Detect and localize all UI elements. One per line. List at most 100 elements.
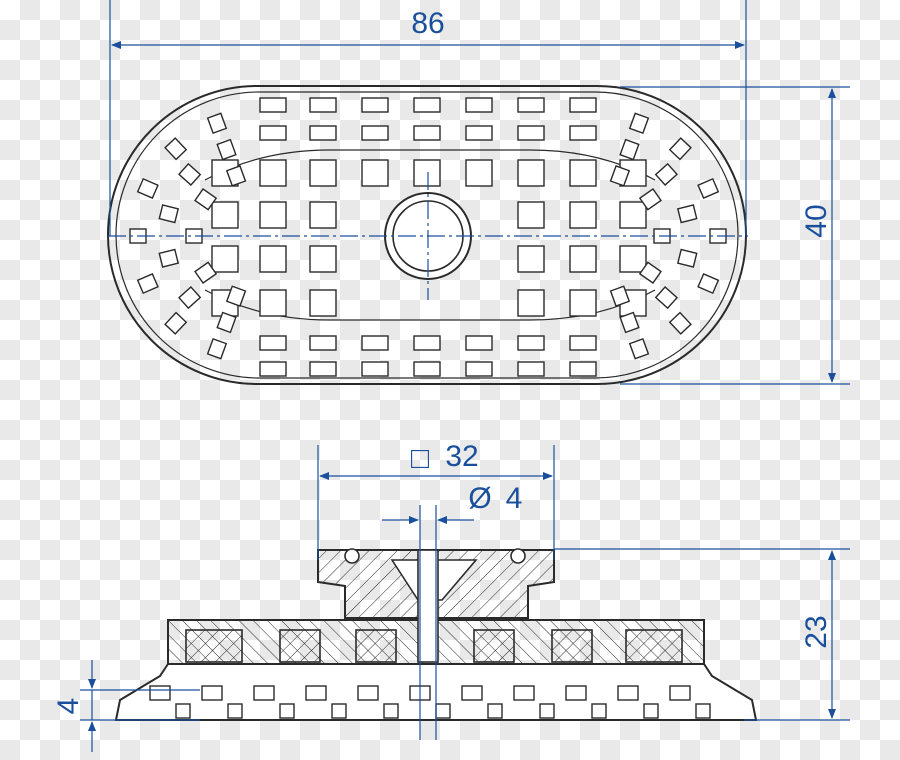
lip-cell	[513, 685, 535, 701]
lip-cell	[565, 685, 587, 701]
radial-cell	[194, 187, 218, 211]
oring-right	[510, 548, 526, 564]
radial-cell	[668, 137, 692, 161]
lip-cell	[331, 703, 347, 719]
grid-cell	[465, 97, 493, 113]
lip-cell	[617, 685, 639, 701]
grid-cell	[569, 289, 597, 317]
dimension-lip: 4	[52, 660, 200, 752]
lip-cell	[227, 703, 243, 719]
grid-cell	[465, 125, 493, 141]
insert-block-2	[279, 629, 321, 663]
radial-cell	[676, 204, 698, 224]
diameter-symbol: Ø	[468, 482, 491, 515]
radial-cell	[225, 165, 247, 187]
radial-cell	[654, 162, 678, 186]
dimension-lip-label: 4	[52, 698, 85, 715]
grid-cell	[361, 159, 389, 187]
radial-cell	[164, 311, 188, 335]
radial-cell	[194, 261, 218, 285]
dimension-fitting-label: 32	[445, 440, 478, 473]
grid-cell	[413, 361, 441, 377]
lip-cell	[305, 685, 327, 701]
radial-cell	[178, 286, 202, 310]
grid-cell	[259, 361, 287, 377]
radial-cell	[178, 162, 202, 186]
inner-lens-upper	[204, 149, 656, 181]
grid-cell	[413, 97, 441, 113]
grid-cell	[619, 245, 647, 273]
lip-cell	[539, 703, 555, 719]
grid-cell	[569, 361, 597, 377]
radial-cell	[206, 337, 228, 360]
dimension-length-label: 86	[411, 7, 444, 40]
grid-cell	[517, 125, 545, 141]
grid-cell	[569, 159, 597, 187]
dimension-width-label: 40	[800, 204, 833, 237]
grid-cell	[517, 97, 545, 113]
lip-cell	[279, 703, 295, 719]
radial-cell	[638, 187, 662, 211]
lip-cell	[591, 703, 607, 719]
radial-cell	[697, 273, 720, 295]
lip-cell	[695, 703, 711, 719]
grid-cell	[309, 97, 337, 113]
grid-cell	[361, 97, 389, 113]
grid-cell	[309, 289, 337, 317]
dimension-fitting: □ 32	[317, 440, 555, 560]
grid-cell	[361, 125, 389, 141]
grid-cell	[309, 335, 337, 351]
oring-left	[344, 548, 360, 564]
radial-cell	[638, 261, 662, 285]
grid-cell	[259, 289, 287, 317]
radial-cell	[628, 337, 650, 360]
grid-cell	[259, 159, 287, 187]
lip-cell	[175, 703, 191, 719]
pad-inner-outline	[115, 91, 739, 379]
grid-cell	[569, 201, 597, 229]
lip-cell	[461, 685, 483, 701]
grid-cell	[517, 289, 545, 317]
square-symbol: □	[411, 442, 430, 475]
grid-cell	[361, 335, 389, 351]
insert-block-6	[625, 629, 683, 663]
grid-cell	[517, 361, 545, 377]
radial-cell	[609, 285, 631, 307]
lip-cells	[149, 685, 711, 719]
dimension-bore-label: 4	[506, 482, 523, 515]
radial-cell	[654, 286, 678, 310]
grid-cell	[413, 159, 441, 187]
radial-cell	[216, 311, 237, 334]
insert-block-4	[473, 629, 515, 663]
grid-cell	[361, 361, 389, 377]
grid-cell	[309, 361, 337, 377]
grid-cell	[465, 361, 493, 377]
grid-cell	[309, 201, 337, 229]
top-view	[107, 85, 748, 385]
dimension-height: 23	[554, 548, 850, 721]
suction-cell-grid	[211, 97, 647, 377]
radial-cell	[206, 112, 228, 135]
grid-cell	[413, 125, 441, 141]
grid-cell	[517, 245, 545, 273]
lip-cell	[435, 703, 451, 719]
grid-cell	[465, 159, 493, 187]
grid-cell	[211, 245, 239, 273]
radial-cell	[676, 248, 698, 268]
grid-cell	[569, 125, 597, 141]
lip-cell	[643, 703, 659, 719]
grid-cell	[259, 97, 287, 113]
grid-cell	[569, 335, 597, 351]
dimension-height-label: 23	[800, 615, 833, 648]
lip-cell	[253, 685, 275, 701]
grid-cell	[259, 125, 287, 141]
radial-cell	[668, 311, 692, 335]
radial-cell	[136, 177, 159, 199]
dimension-length: 86	[109, 0, 747, 236]
grid-cell	[259, 201, 287, 229]
radial-cell	[216, 138, 237, 161]
radial-cell	[619, 311, 640, 334]
grid-cell	[259, 335, 287, 351]
